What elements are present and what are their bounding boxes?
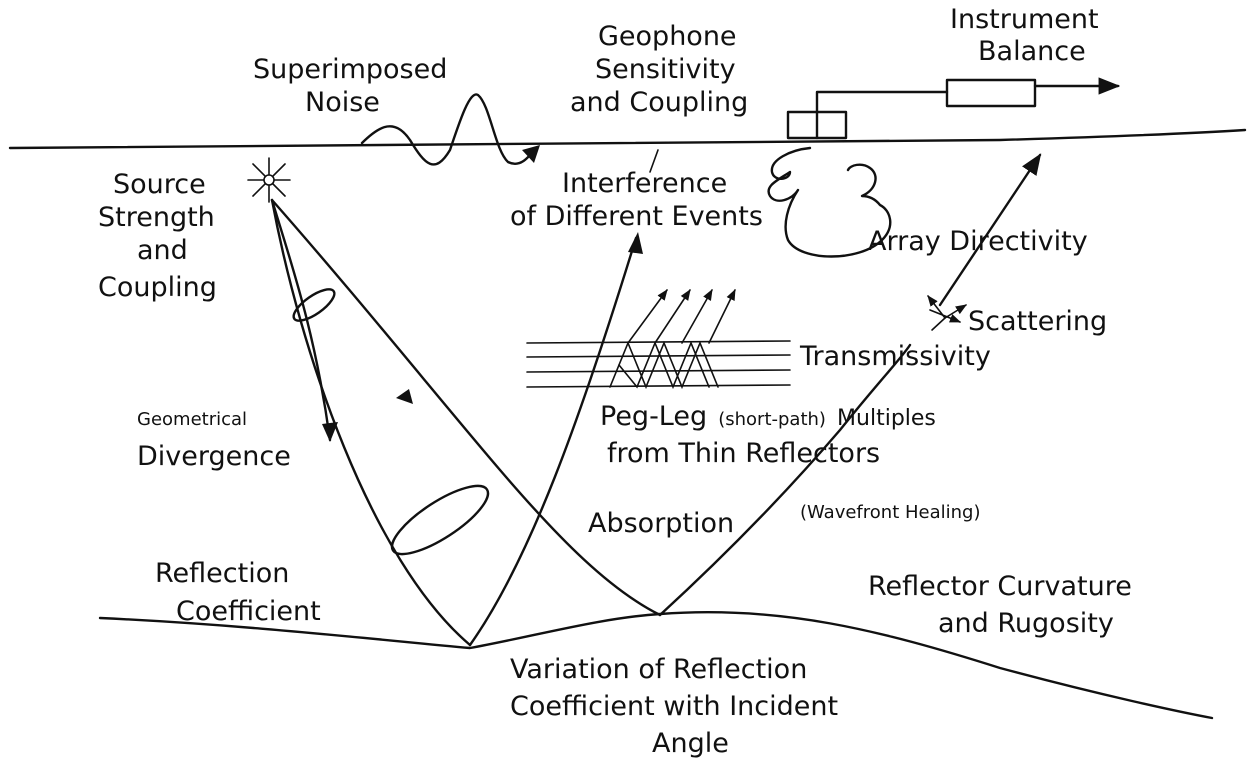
- noise-wave-arrowhead: [522, 145, 540, 163]
- peg-leg-multiple-paths: [609, 288, 736, 390]
- peg-leg-label: Peg-Leg (short-path) Multiples: [600, 401, 936, 432]
- wavefront-healing-label: (Wavefront Healing): [800, 502, 980, 523]
- interference-arrowhead: [628, 232, 643, 254]
- geometrical-divergence-label: Geometrical Divergence: [137, 409, 291, 472]
- absorption-label: Absorption: [588, 508, 734, 539]
- array-directivity-label: Array Directivity: [868, 226, 1088, 257]
- variation-label: Variation of Reflection Coefficient with…: [510, 654, 847, 759]
- reflector-surface-line: [98, 610, 1214, 720]
- ray-right-down: [270, 198, 662, 617]
- interference-leader: [649, 149, 659, 173]
- array-directivity-ray: [938, 153, 1042, 307]
- reflector-curvature-label: Reflector Curvature and Rugosity: [868, 571, 1140, 639]
- superimposed-noise-label: Superimposed Noise: [253, 54, 456, 118]
- reflection-coefficient-label: Reflection Coefficient: [155, 558, 321, 627]
- ground-surface-line: [8, 128, 1247, 150]
- wavefront-small: [292, 288, 336, 322]
- wavefront-large: [390, 484, 490, 556]
- reflected-ray-wavefront-healing: [658, 343, 912, 617]
- scattering-icon: [927, 295, 967, 331]
- geophone-response-pattern: [767, 146, 892, 258]
- thin-reflectors-label: from Thin Reflectors: [607, 438, 880, 469]
- interference-label: Interference of Different Events: [510, 168, 763, 232]
- ray-right-arrow: [396, 389, 413, 404]
- geophone-label: Geophone Sensitivity and Coupling: [570, 21, 748, 118]
- source-starburst-icon: [247, 157, 291, 203]
- thin-reflector-layers: [526, 340, 791, 388]
- scattering-label: Scattering: [968, 306, 1107, 337]
- geophone-wire: [815, 90, 949, 114]
- ray-left-down: [270, 198, 332, 442]
- ray-to-left-reflection: [270, 198, 472, 647]
- reflected-ray-to-interference: [468, 236, 638, 647]
- source-label: Source Strength and Coupling: [98, 169, 223, 303]
- instrument-box: [945, 78, 1037, 108]
- instrument-balance-label: Instrument Balance: [950, 4, 1107, 67]
- transmissivity-label: Transmissivity: [799, 341, 991, 372]
- ray-left-arrow: [322, 422, 338, 442]
- noise-wave: [360, 93, 538, 166]
